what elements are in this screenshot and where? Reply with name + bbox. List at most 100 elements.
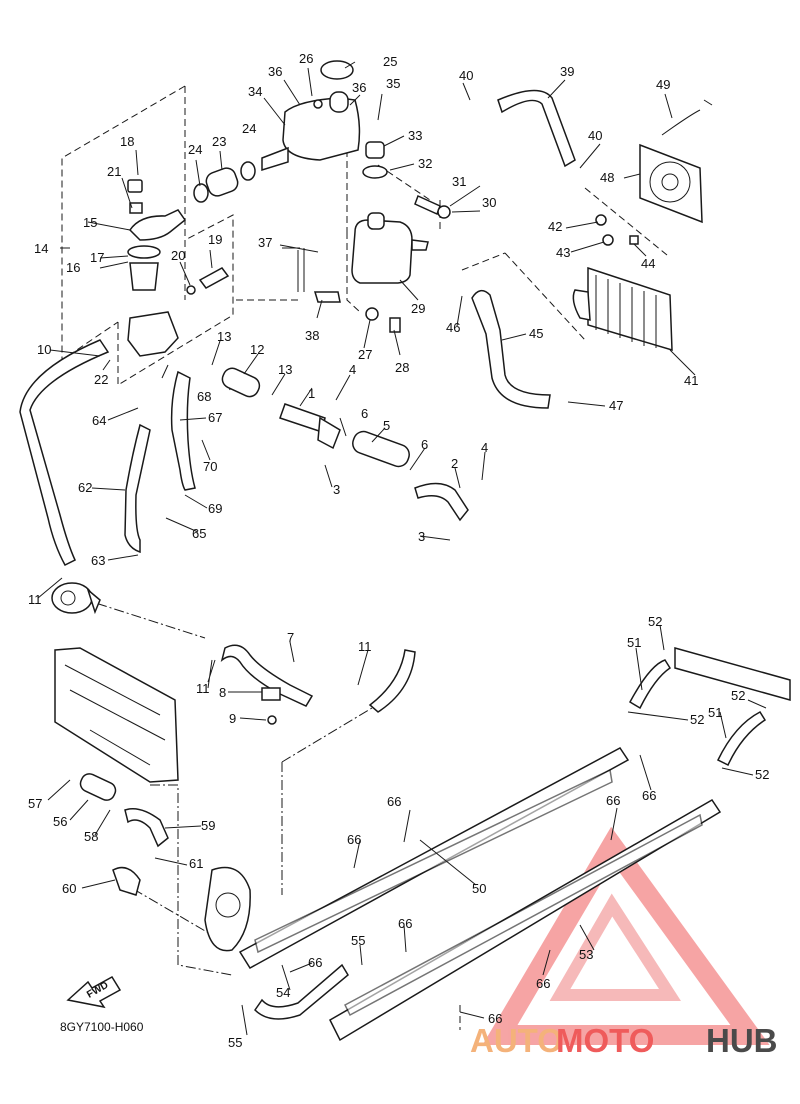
callout-41: 41 [684, 373, 698, 388]
callout-5: 5 [383, 418, 390, 433]
callout-numbers: 1 2 3 3 4 4 5 6 6 7 8 9 10 11 11 11 12 1… [28, 51, 769, 1050]
callout-17: 17 [90, 250, 104, 265]
callout-33: 33 [408, 128, 422, 143]
callout-25: 25 [383, 54, 397, 69]
callout-66c: 66 [398, 916, 412, 931]
callout-67: 67 [208, 410, 222, 425]
callout-9: 9 [229, 711, 236, 726]
callout-51a: 51 [627, 635, 641, 650]
callout-3b: 3 [418, 529, 425, 544]
callout-64: 64 [92, 413, 106, 428]
callout-16: 16 [66, 260, 80, 275]
lower-hose-dashdot [150, 784, 233, 976]
callout-11a: 11 [28, 592, 42, 607]
hose-7 [220, 644, 314, 707]
callout-36b: 36 [352, 80, 366, 95]
thermostat [129, 262, 159, 291]
callout-46: 46 [446, 320, 460, 335]
temp-sensor [198, 267, 230, 289]
thermostat-group-outline [61, 85, 186, 361]
hose-10 [19, 339, 110, 566]
hose-2 [414, 482, 469, 522]
radiator-fan [639, 99, 713, 224]
callout-11c: 11 [358, 639, 372, 654]
callout-54: 54 [276, 985, 290, 1000]
overflow-hose [279, 244, 319, 292]
bracket-38 [313, 291, 341, 303]
thermostat-cover [129, 209, 187, 241]
bolt-9 [267, 715, 277, 725]
hose-45 [471, 289, 551, 409]
callout-4a: 4 [349, 362, 356, 377]
watermark-moto: MOTO [556, 1022, 654, 1059]
callout-66b: 66 [347, 832, 361, 847]
hose-54 [254, 963, 349, 1020]
hose-56 [79, 773, 117, 801]
callout-29: 29 [411, 301, 425, 316]
callout-39: 39 [560, 64, 574, 79]
callout-52a: 52 [648, 614, 662, 629]
callout-40b: 40 [588, 128, 602, 143]
callout-61: 61 [189, 856, 203, 871]
watermark-hub: HUB [706, 1022, 778, 1059]
watermark-logo [482, 826, 770, 1045]
callout-23: 23 [212, 134, 226, 149]
bolt-31 [414, 194, 441, 216]
fan-bracket-dashed [584, 187, 668, 256]
callout-37: 37 [258, 235, 272, 250]
pipe-1 [279, 403, 326, 433]
callout-43: 43 [556, 245, 570, 260]
callout-35: 35 [386, 76, 400, 91]
callout-14: 14 [34, 241, 48, 256]
callout-59: 59 [201, 818, 215, 833]
hose-51-upper [628, 659, 672, 710]
callout-69: 69 [208, 501, 222, 516]
engine-pump-cover [204, 866, 251, 952]
callout-31: 31 [452, 174, 466, 189]
callout-24a: 24 [188, 142, 202, 157]
callout-22: 22 [94, 372, 108, 387]
radiator-hose-dashed [461, 252, 586, 341]
callout-10: 10 [37, 342, 51, 357]
fwd-arrow-icon: FWD [66, 975, 122, 1009]
callout-52b: 52 [690, 712, 704, 727]
callout-15: 15 [83, 215, 97, 230]
callout-20: 20 [171, 248, 185, 263]
coolant-tank-upper [261, 91, 361, 172]
clamp-8 [261, 687, 281, 701]
callout-68: 68 [197, 389, 211, 404]
coolant-reservoir [351, 212, 429, 284]
hose-39 [497, 89, 576, 168]
gasket-20 [186, 285, 196, 295]
callout-1: 1 [308, 386, 315, 401]
callout-27: 27 [358, 347, 372, 362]
callout-18: 18 [120, 134, 134, 149]
callout-70: 70 [203, 459, 217, 474]
callout-2: 2 [451, 456, 458, 471]
collar-44 [629, 235, 639, 245]
callout-12: 12 [250, 342, 264, 357]
hose-right-11 [368, 649, 416, 713]
bolt-18 [127, 179, 143, 193]
callout-52c: 52 [731, 688, 745, 703]
callout-38: 38 [305, 328, 319, 343]
callout-19: 19 [208, 232, 222, 247]
callout-51b: 51 [708, 705, 722, 720]
callout-3a: 3 [333, 482, 340, 497]
grommet-43 [602, 234, 614, 246]
callout-55a: 55 [228, 1035, 242, 1050]
clip-21 [129, 202, 143, 214]
coolant-pipe-53 [329, 798, 722, 1042]
callout-7: 7 [287, 630, 294, 645]
collar-30 [437, 205, 451, 219]
callout-60: 60 [62, 881, 76, 896]
water-pump [51, 582, 101, 615]
callout-66d: 66 [308, 955, 322, 970]
callout-13a: 13 [217, 329, 231, 344]
callout-66g: 66 [488, 1011, 502, 1026]
callout-52d: 52 [755, 767, 769, 782]
hose-51-lower [717, 711, 767, 767]
callout-53: 53 [579, 947, 593, 962]
callout-36a: 36 [268, 64, 282, 79]
